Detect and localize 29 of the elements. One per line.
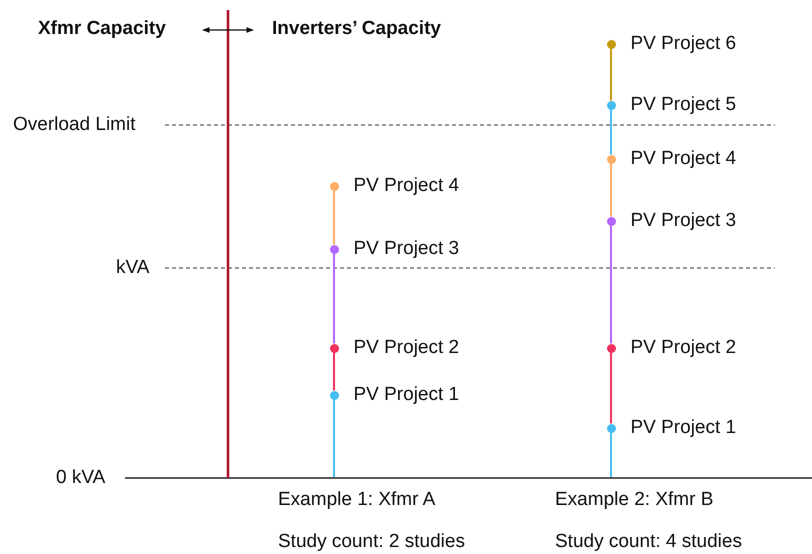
point-label: PV Project 4 [354,175,460,197]
heading: Inverters’ Capacity [272,18,441,40]
axis-label: Study count: 4 studies [555,531,742,553]
heading: Xfmr Capacity [38,18,166,40]
point-label: PV Project 3 [630,210,736,232]
connector-line [610,48,612,100]
axis-label: Study count: 2 studies [278,531,465,553]
point-label: PV Project 5 [630,94,736,116]
point-label: PV Project 6 [630,33,736,55]
connector-line [333,190,335,244]
axis-label: 0 kVA [56,467,106,489]
connector-line [333,254,335,344]
connector-line [610,226,612,344]
point-label: PV Project 3 [354,238,460,260]
axis-label: Example 1: Xfmr A [278,489,436,511]
connector-line [333,400,335,477]
point-label: PV Project 1 [354,384,460,406]
point-label: PV Project 2 [354,337,460,359]
axis-label: Overload Limit [13,114,136,136]
connector-line [610,110,612,154]
axis-label: Example 2: Xfmr B [555,489,714,511]
connector-line [610,352,612,424]
point-label: PV Project 2 [630,337,736,359]
connector-line [610,164,612,216]
connector-line [333,352,335,390]
point-label: PV Project 1 [630,417,736,439]
point-label: PV Project 4 [630,148,736,170]
connector-line [610,432,612,477]
axis-label: kVA [116,257,150,279]
